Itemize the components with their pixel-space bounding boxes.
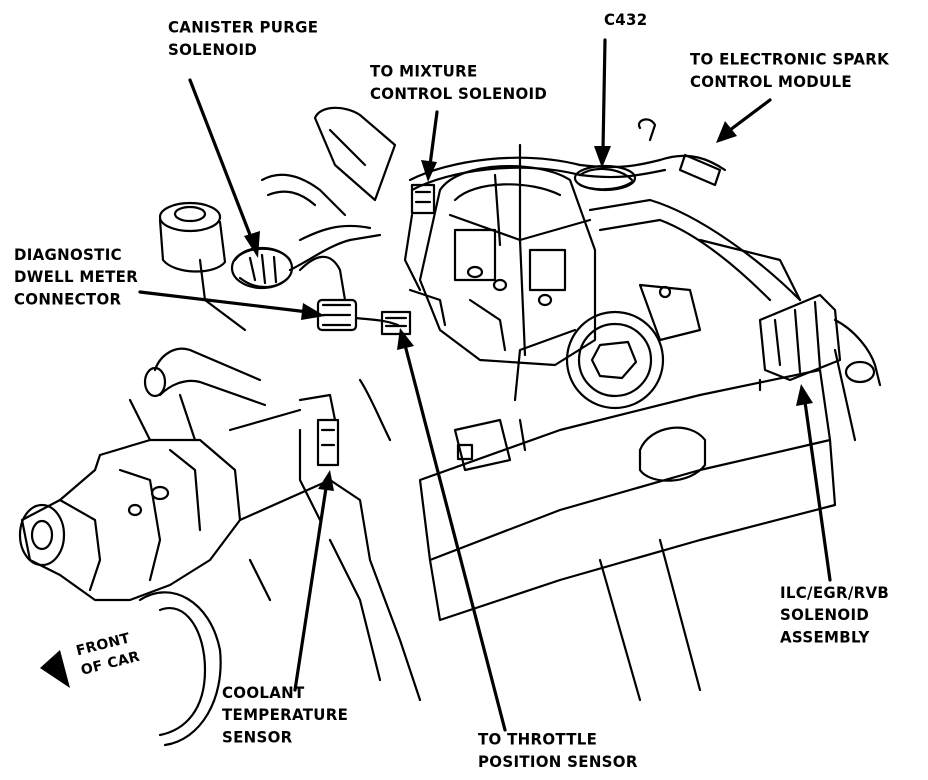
mixture-control-line-2: CONTROL SOLENOID — [370, 84, 548, 103]
dwell-meter-label: DIAGNOSTIC DWELL METER CONNECTOR — [14, 244, 138, 310]
callout-arrows — [138, 38, 832, 732]
coolant-sensor-line-3: SENSOR — [222, 727, 293, 747]
purge-solenoid-connector — [230, 224, 382, 290]
dwell-meter-line-3: CONNECTOR — [14, 289, 122, 309]
canister-purge-label: CANISTER PURGE SOLENOID — [168, 17, 318, 61]
coolant-sensor-label: COOLANT TEMPERATURE SENSOR — [222, 682, 348, 748]
valve-cover — [418, 368, 837, 702]
ilc-egr-rvb-label: ILC/EGR/RVB SOLENOID ASSEMBLY — [780, 582, 889, 648]
ilc-egr-rvb-line-2: SOLENOID — [780, 605, 870, 625]
water-pump-housing — [18, 438, 242, 602]
carburetor — [408, 143, 597, 367]
tps-connector — [380, 310, 412, 336]
front-arrow-icon — [40, 650, 70, 688]
upper-hose — [128, 347, 267, 442]
spark-control-label: TO ELECTRONIC SPARK CONTROL MODULE — [690, 49, 889, 93]
coil-connector — [453, 418, 512, 472]
canister-purge-line-2: SOLENOID — [168, 40, 258, 59]
lower-block — [228, 378, 422, 702]
c432-label: C432 — [604, 9, 648, 31]
throttle-sensor-label: TO THROTTLE POSITION SENSOR — [478, 729, 638, 773]
spark-control-line-1: TO ELECTRONIC SPARK — [690, 50, 890, 69]
center-pulley — [513, 310, 665, 410]
dwell-connector — [298, 255, 400, 332]
dwell-meter-line-2: DWELL METER — [14, 267, 139, 287]
dwell-meter-line-1: DIAGNOSTIC — [14, 245, 122, 265]
canister-purge-line-1: CANISTER PURGE — [168, 18, 319, 37]
mixture-control-label: TO MIXTURE CONTROL SOLENOID — [370, 61, 547, 105]
pulley — [138, 591, 222, 747]
air-duct — [260, 106, 397, 217]
fender-bracket — [588, 198, 802, 342]
ilc-egr-rvb-line-3: ASSEMBLY — [780, 627, 870, 647]
ilc-egr-rvb-line-1: ILC/EGR/RVB — [780, 583, 890, 603]
coolant-sensor-line-1: COOLANT — [222, 683, 305, 703]
c432-line-1: C432 — [604, 10, 648, 30]
coolant-sensor-line-2: TEMPERATURE — [222, 705, 349, 725]
mixture-connector — [403, 183, 436, 292]
spark-control-line-2: CONTROL MODULE — [690, 72, 852, 91]
coolant-sensor — [298, 393, 340, 522]
solenoid-assembly — [758, 293, 882, 442]
throttle-sensor-line-1: TO THROTTLE — [478, 730, 598, 749]
mixture-control-line-1: TO MIXTURE — [370, 62, 478, 81]
throttle-sensor-line-2: POSITION SENSOR — [478, 752, 638, 771]
wiring-harness — [408, 118, 727, 192]
